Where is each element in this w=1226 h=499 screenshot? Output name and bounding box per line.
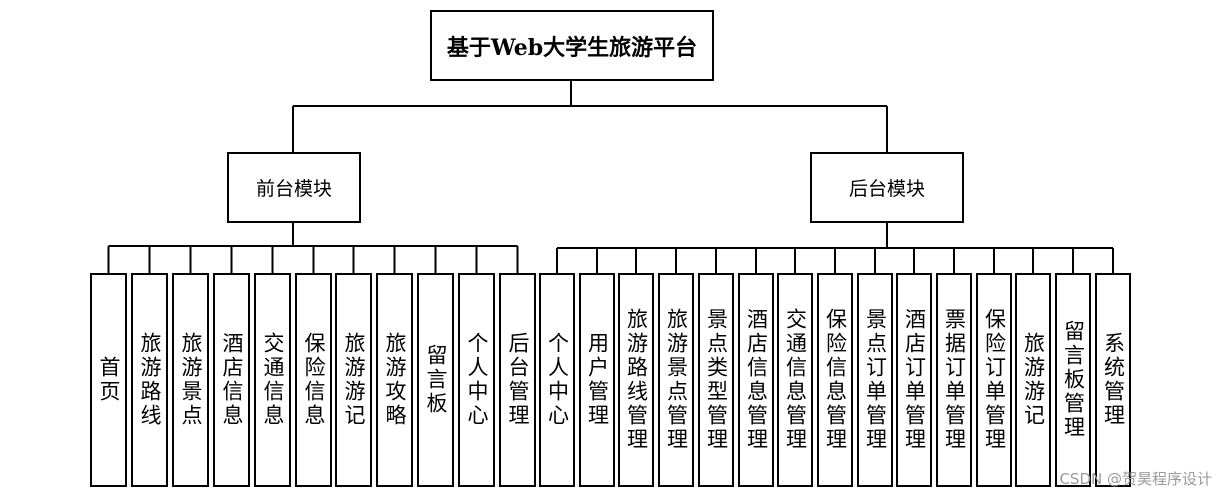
back-item-8: 景点订单管理 [857,273,893,487]
front-module-node: 前台模块 [227,152,361,223]
back-module-node: 后台模块 [810,152,964,223]
front-item-5: 保险信息 [295,273,332,487]
front-item-3: 酒店信息 [213,273,250,487]
back-item-7: 保险信息管理 [817,273,853,487]
back-item-14: 系统管理 [1095,273,1131,487]
front-item-8: 留言板 [417,273,454,487]
front-item-4: 交通信息 [254,273,291,487]
back-item-13: 留言板管理 [1055,273,1091,487]
front-item-7: 旅游攻略 [376,273,413,487]
front-item-6: 旅游游记 [335,273,372,487]
front-item-10: 后台管理 [499,273,536,487]
back-item-0: 个人中心 [539,273,575,487]
back-item-12: 旅游游记 [1015,273,1051,487]
back-item-6: 交通信息管理 [777,273,813,487]
front-item-2: 旅游景点 [172,273,209,487]
back-item-11: 保险订单管理 [976,273,1012,487]
back-item-10: 票据订单管理 [936,273,972,487]
watermark: CSDN @贺昊程序设计 [1059,470,1212,488]
root-node-title: 基于Web大学生旅游平台 [430,10,714,81]
front-item-1: 旅游路线 [131,273,168,487]
back-item-5: 酒店信息管理 [738,273,774,487]
front-item-0: 首页 [90,273,127,487]
back-item-4: 景点类型管理 [698,273,734,487]
front-item-9: 个人中心 [458,273,495,487]
back-item-9: 酒店订单管理 [896,273,932,487]
back-item-2: 旅游路线管理 [618,273,654,487]
back-item-1: 用户管理 [579,273,615,487]
back-item-3: 旅游景点管理 [658,273,694,487]
